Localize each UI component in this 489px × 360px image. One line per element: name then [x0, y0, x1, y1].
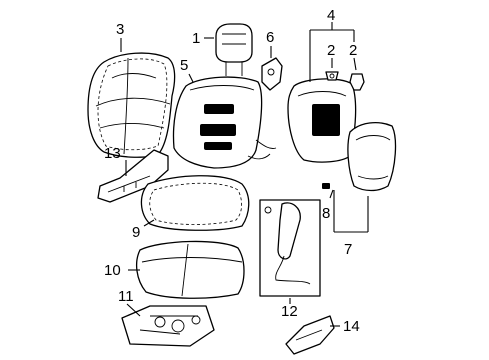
seat-cushion-pad: [135, 240, 245, 299]
callout-4: 4: [327, 7, 335, 24]
seat-cushion-cover: [140, 175, 250, 231]
callout-14: 14: [343, 318, 360, 335]
seat-back-cover: [87, 52, 176, 158]
callout-9: 9: [132, 224, 140, 241]
seat-back-frame-assembly: [287, 78, 357, 163]
clip-left: [325, 71, 339, 81]
callout-5: 5: [180, 57, 188, 74]
callout-2-left: 2: [327, 42, 335, 59]
seat-back-frame: [172, 76, 277, 169]
seat-frame: [121, 305, 215, 347]
connector: [322, 183, 330, 189]
clip-right: [349, 73, 365, 91]
callout-6: 6: [266, 29, 274, 46]
airbag-module-box: [259, 199, 321, 297]
callout-7: 7: [344, 241, 352, 258]
headrest: [215, 23, 253, 76]
leader-lines: [120, 22, 369, 327]
callout-12: 12: [281, 303, 298, 320]
callout-3: 3: [116, 21, 124, 38]
side-trim: [285, 315, 335, 355]
seat-side-cover: [97, 149, 169, 203]
callout-2-right: 2: [349, 42, 357, 59]
callout-11: 11: [118, 288, 134, 305]
bracket: [261, 57, 283, 91]
callout-13: 13: [104, 145, 121, 162]
callout-8: 8: [322, 205, 330, 222]
back-panel: [347, 121, 397, 192]
callout-1: 1: [192, 30, 200, 47]
callout-10: 10: [104, 262, 121, 279]
